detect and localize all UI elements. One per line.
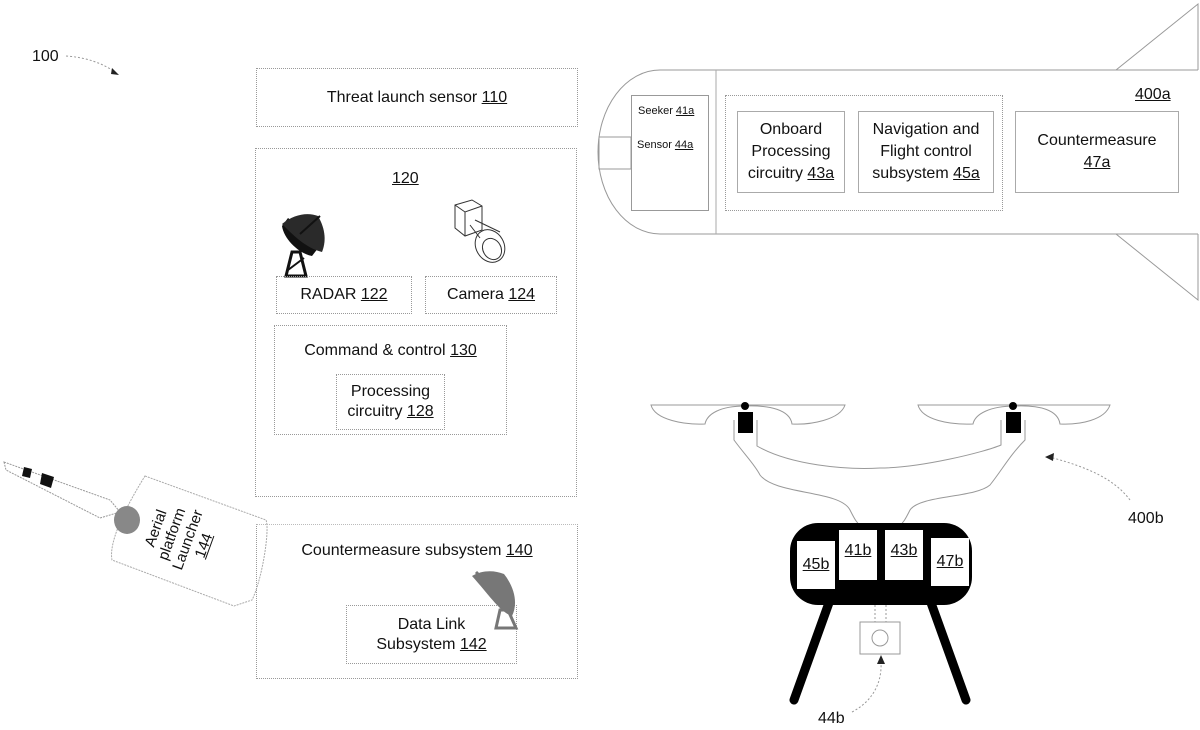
seeker-sensor-block xyxy=(631,95,709,211)
data-link-label-line1: Data Link xyxy=(397,615,466,633)
ref-44b-arrowhead xyxy=(877,655,885,664)
ref-400b-arrowhead xyxy=(1045,453,1054,461)
sensing-block-120 xyxy=(255,148,577,497)
drone-leg-right xyxy=(925,595,971,705)
seeker-label: Seeker 41a xyxy=(638,105,695,117)
motor-left xyxy=(738,412,753,433)
drone-sensor-ref-label: 44b xyxy=(818,710,845,727)
navigation-flight-control-block: Navigation and Flight control subsystem … xyxy=(858,111,994,193)
ref-100-leader xyxy=(65,55,116,73)
missile-ref-label: 400a xyxy=(1135,86,1171,103)
threat-launch-sensor-ref: 110 xyxy=(481,88,508,106)
processing-label-line2: circuitry xyxy=(347,403,407,420)
missile-400a-outline xyxy=(597,2,1199,302)
sensing-block-ref: 120 xyxy=(392,170,419,187)
ref-100-arrowhead xyxy=(111,68,119,75)
radar-label: RADAR xyxy=(300,286,357,303)
data-link-label-line2: Subsystem xyxy=(376,635,460,653)
radar-ref: 122 xyxy=(360,286,388,303)
processing-ref: 128 xyxy=(406,403,434,420)
camera-block: Camera 124 xyxy=(425,276,557,314)
countermeasure-subsystem-ref: 140 xyxy=(505,542,533,559)
command-control-ref: 130 xyxy=(450,342,477,359)
processing-label-line1: Processing xyxy=(350,383,431,400)
drone-leg-left xyxy=(789,595,835,705)
missile-electronics-group xyxy=(725,95,1003,211)
drone-module-47b: 47b xyxy=(931,538,969,586)
onboard-processing-block: Onboard Processing circuitry 43a xyxy=(737,111,845,193)
system-ref-label: 100 xyxy=(32,48,59,65)
countermeasure-subsystem-block xyxy=(256,524,578,679)
threat-launch-sensor-block: Threat launch sensor 110 xyxy=(256,68,578,127)
missile-countermeasure-block: Countermeasure 47a xyxy=(1015,111,1179,193)
camera-ref: 124 xyxy=(508,286,536,303)
drone-body xyxy=(790,523,972,605)
command-control-label: Command & control xyxy=(304,342,451,359)
rocket-icon xyxy=(3,461,140,534)
camera-label: Camera xyxy=(446,286,504,303)
launcher-144-outline xyxy=(111,475,268,607)
ref-400b-leader xyxy=(1052,457,1131,501)
data-link-ref: 142 xyxy=(459,635,487,653)
rotor-hub-left xyxy=(741,402,749,410)
drone-module-43b: 43b xyxy=(885,530,923,580)
data-link-block: Data Link Subsystem 142 xyxy=(346,605,517,664)
drone-ref-label: 400b xyxy=(1128,510,1164,527)
processing-circuitry-block: Processing circuitry 128 xyxy=(336,374,445,430)
threat-launch-sensor-label: Threat launch sensor xyxy=(326,88,478,106)
ref-44b-leader xyxy=(851,661,882,713)
drone-module-45b: 45b xyxy=(797,541,835,589)
command-control-block xyxy=(274,325,507,435)
sensor-label: Sensor 44a xyxy=(637,139,694,151)
countermeasure-subsystem-label: Countermeasure subsystem xyxy=(301,542,506,559)
rotor-hub-right xyxy=(1009,402,1017,410)
radar-block: RADAR 122 xyxy=(276,276,412,314)
drone-module-41b: 41b xyxy=(839,530,877,580)
countermeasure-subsystem-title: Countermeasure subsystem 140 xyxy=(256,540,578,562)
command-control-title: Command & control 130 xyxy=(274,340,507,362)
motor-right xyxy=(1006,412,1021,433)
